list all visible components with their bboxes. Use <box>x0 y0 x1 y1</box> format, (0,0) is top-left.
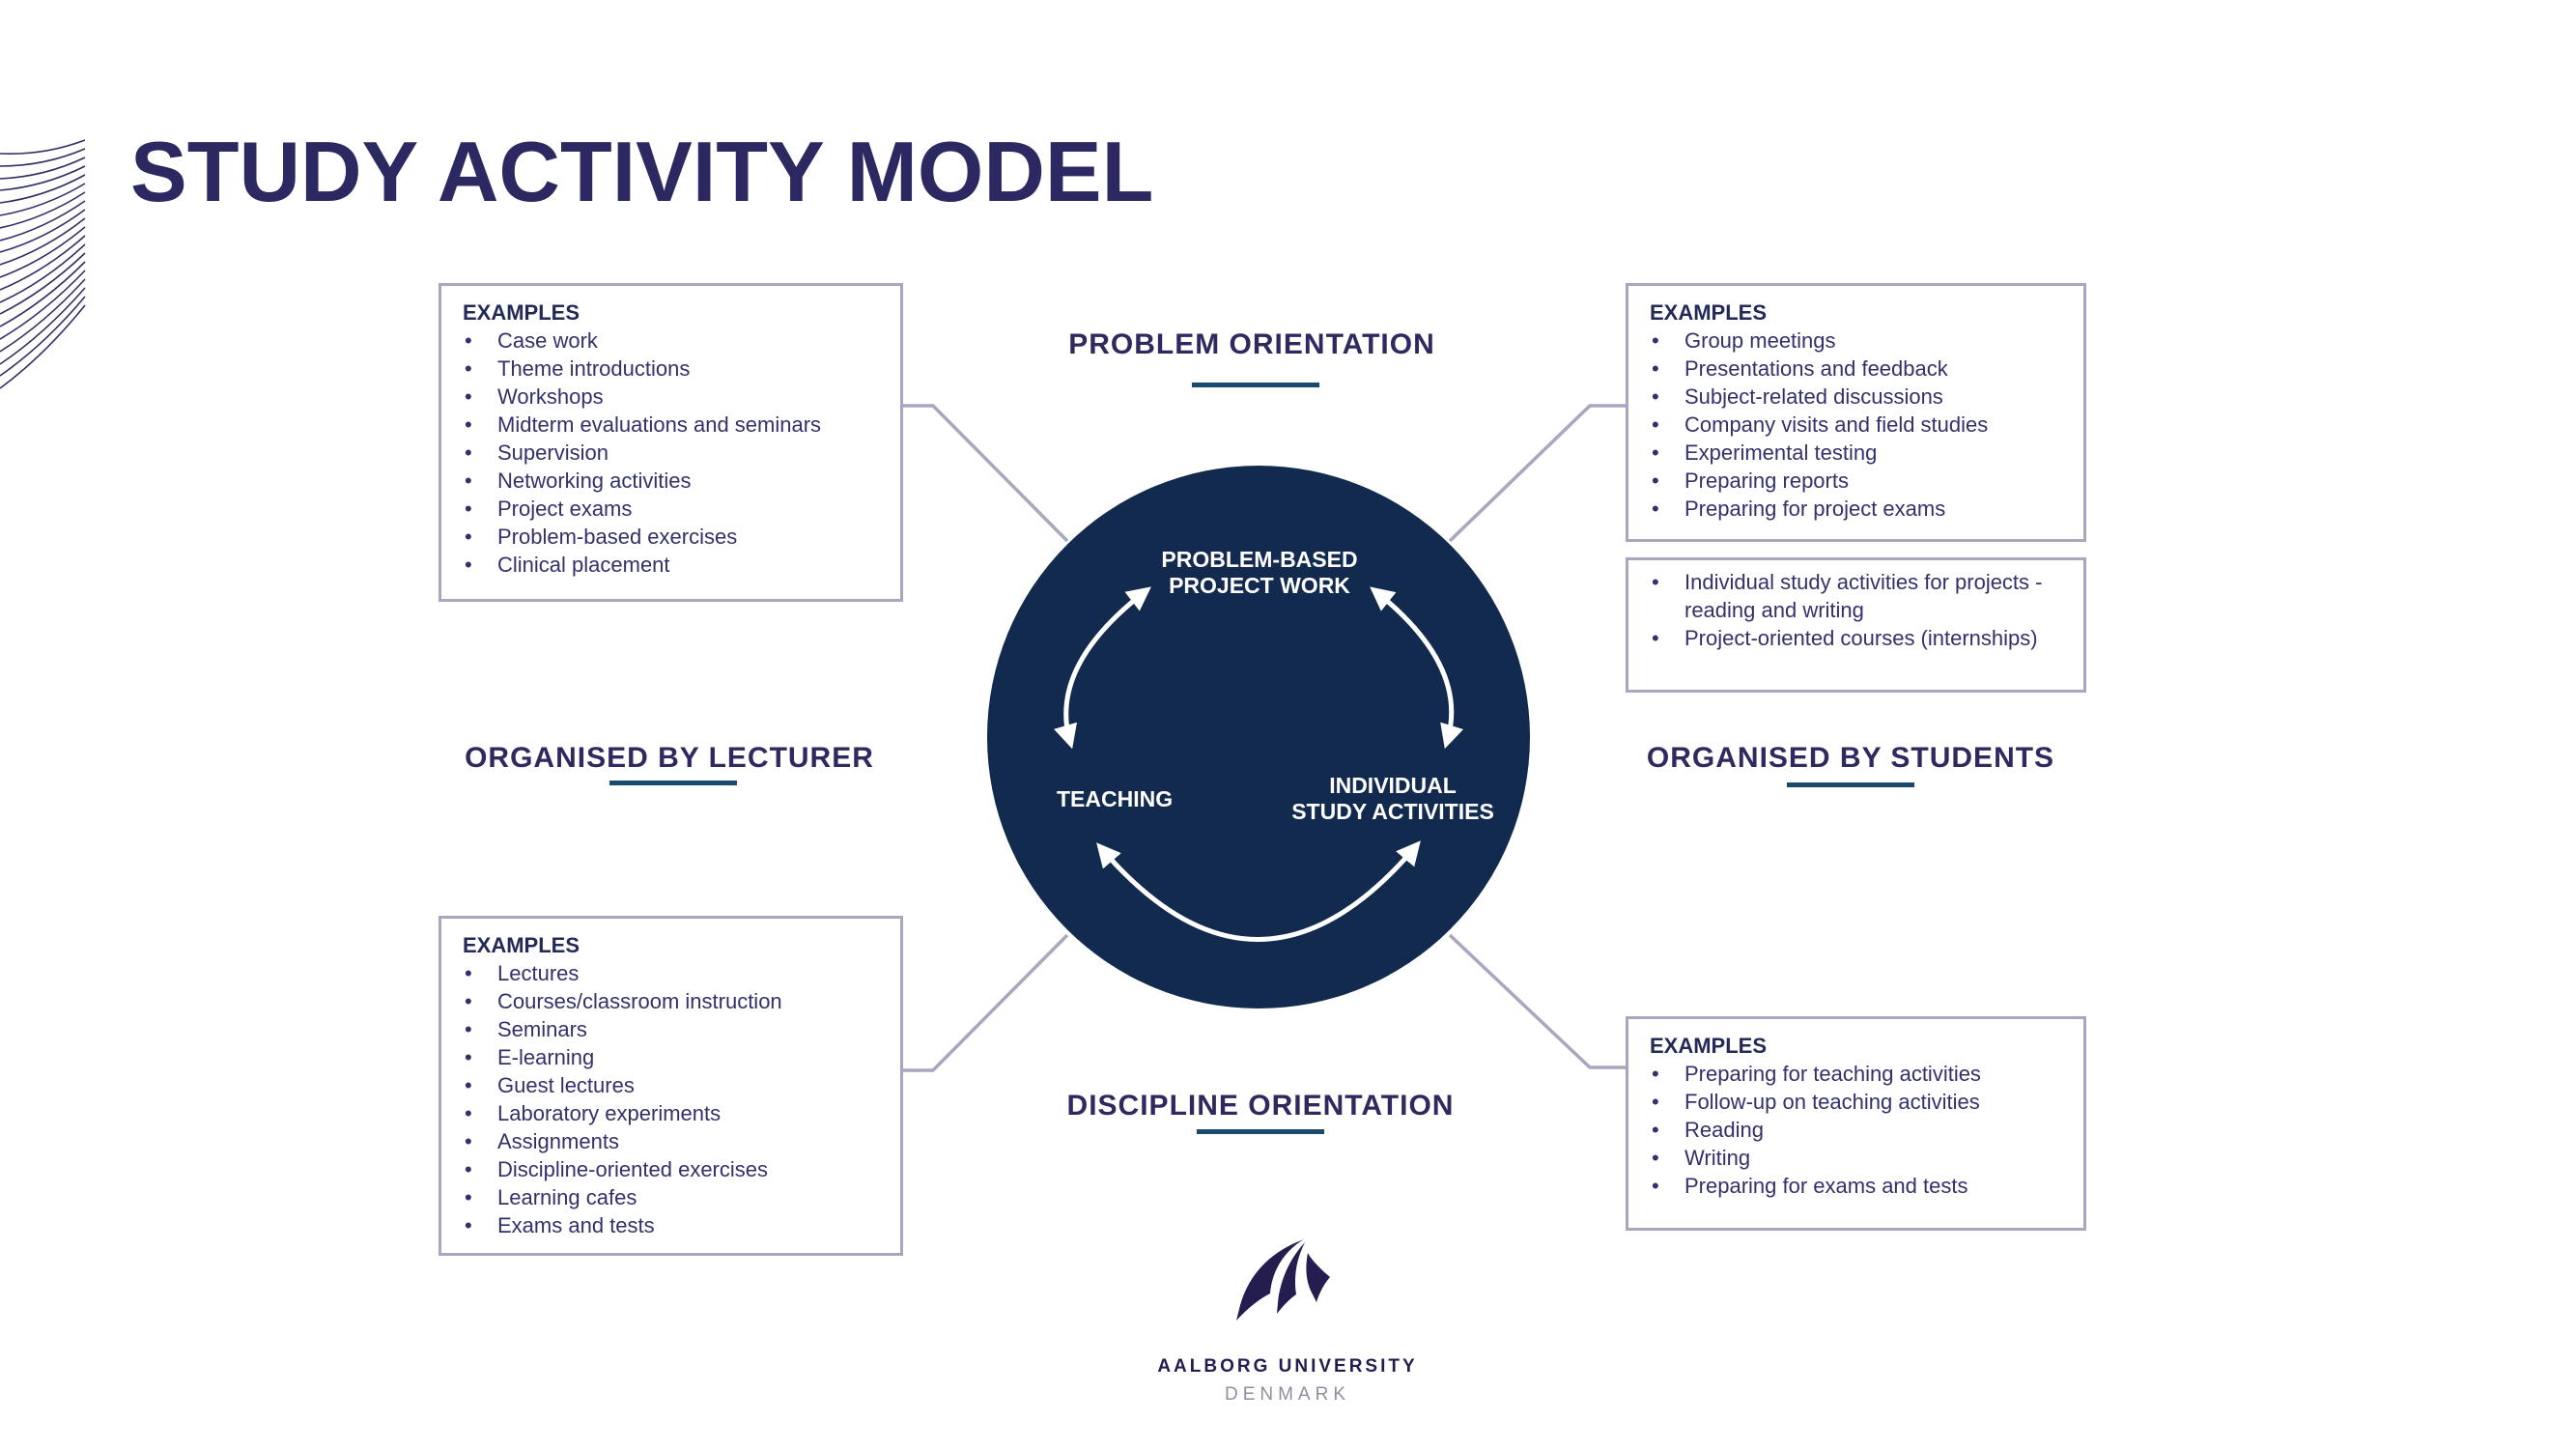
list-item: Clinical placement <box>441 551 887 579</box>
list-item: Assignments <box>441 1127 887 1155</box>
node-line: PROBLEM-BASED <box>1161 547 1358 572</box>
examples-header: EXAMPLES <box>1650 1034 1768 1058</box>
list-item: Exams and tests <box>441 1211 887 1239</box>
label-underline <box>1197 1129 1324 1134</box>
list-item: Lectures <box>441 959 887 987</box>
list-item: Individual study activities for projects… <box>1628 568 2070 624</box>
label-organised-by-students: ORGANISED BY STUDENTS <box>1646 742 2055 774</box>
list-item: Supervision <box>441 439 887 467</box>
list-item: Experimental testing <box>1628 439 2070 467</box>
list-item: Courses/classroom instruction <box>441 987 887 1015</box>
label-underline <box>1787 782 1914 787</box>
examples-box-right-extra: Individual study activities for projects… <box>1626 557 2086 693</box>
list-item: Problem-based exercises <box>441 523 887 551</box>
list-item: Project-oriented courses (internships) <box>1628 624 2070 652</box>
examples-box-top-left: EXAMPLES Case workTheme introductionsWor… <box>439 283 903 602</box>
list-item: Writing <box>1628 1144 2070 1172</box>
node-teaching: TEACHING <box>1057 786 1174 811</box>
list-item: Workshops <box>441 383 887 411</box>
aalborg-university-logo-mark-icon <box>1236 1239 1330 1321</box>
examples-header: EXAMPLES <box>463 933 580 957</box>
list-item: Seminars <box>441 1015 887 1043</box>
list-item: Preparing for teaching activities <box>1628 1060 2070 1088</box>
list-item: Laboratory experiments <box>441 1099 887 1127</box>
examples-list: Case workTheme introductionsWorkshopsMid… <box>441 327 900 579</box>
examples-list: Preparing for teaching activitiesFollow-… <box>1628 1060 2083 1200</box>
list-item: Theme introductions <box>441 355 887 383</box>
list-item: Guest lectures <box>441 1071 887 1099</box>
node-line: PROJECT WORK <box>1169 573 1350 598</box>
list-item: Preparing for exams and tests <box>1628 1172 2070 1200</box>
list-item: Reading <box>1628 1116 2070 1144</box>
list-item: Group meetings <box>1628 327 2070 355</box>
list-item: E-learning <box>441 1043 887 1071</box>
examples-header: EXAMPLES <box>463 300 580 325</box>
logo-country-name: DENMARK <box>1224 1384 1350 1405</box>
examples-box-top-right: EXAMPLES Group meetingsPresentations and… <box>1626 283 2086 542</box>
node-problem-based-project-work: PROBLEM-BASED PROJECT WORK <box>1018 547 1501 599</box>
list-item: Project exams <box>441 495 887 523</box>
label-organised-by-lecturer: ORGANISED BY LECTURER <box>465 742 874 774</box>
logo-university-name: AALBORG UNIVERSITY <box>1157 1356 1418 1377</box>
list-item: Preparing reports <box>1628 467 2070 495</box>
node-individual-study-activities: INDIVIDUAL STUDY ACTIVITIES <box>1180 773 1605 825</box>
list-item: Follow-up on teaching activities <box>1628 1088 2070 1116</box>
page-title: STUDY ACTIVITY MODEL <box>130 124 1154 219</box>
list-item: Discipline-oriented exercises <box>441 1155 887 1183</box>
label-problem-orientation: PROBLEM ORIENTATION <box>1068 328 1435 360</box>
list-item: Networking activities <box>441 467 887 495</box>
examples-list: Group meetingsPresentations and feedback… <box>1628 327 2083 523</box>
node-line: STUDY ACTIVITIES <box>1291 799 1494 824</box>
node-line: INDIVIDUAL <box>1329 773 1457 798</box>
examples-box-bottom-right: EXAMPLES Preparing for teaching activiti… <box>1626 1016 2086 1231</box>
list-item: Preparing for project exams <box>1628 495 2070 523</box>
list-item: Company visits and field studies <box>1628 411 2070 439</box>
list-item: Subject-related discussions <box>1628 383 2070 411</box>
examples-list: LecturesCourses/classroom instructionSem… <box>441 959 900 1239</box>
label-underline <box>609 781 737 785</box>
examples-box-bottom-left: EXAMPLES LecturesCourses/classroom instr… <box>439 916 903 1256</box>
list-item: Midterm evaluations and seminars <box>441 411 887 439</box>
list-item: Case work <box>441 327 887 355</box>
list-item: Learning cafes <box>441 1183 887 1211</box>
examples-list: Individual study activities for projects… <box>1628 568 2083 652</box>
label-discipline-orientation: DISCIPLINE ORIENTATION <box>1066 1090 1455 1122</box>
wave-decoration-lines <box>0 139 86 389</box>
list-item: Presentations and feedback <box>1628 355 2070 383</box>
examples-header: EXAMPLES <box>1650 300 1768 325</box>
label-underline <box>1192 383 1319 387</box>
